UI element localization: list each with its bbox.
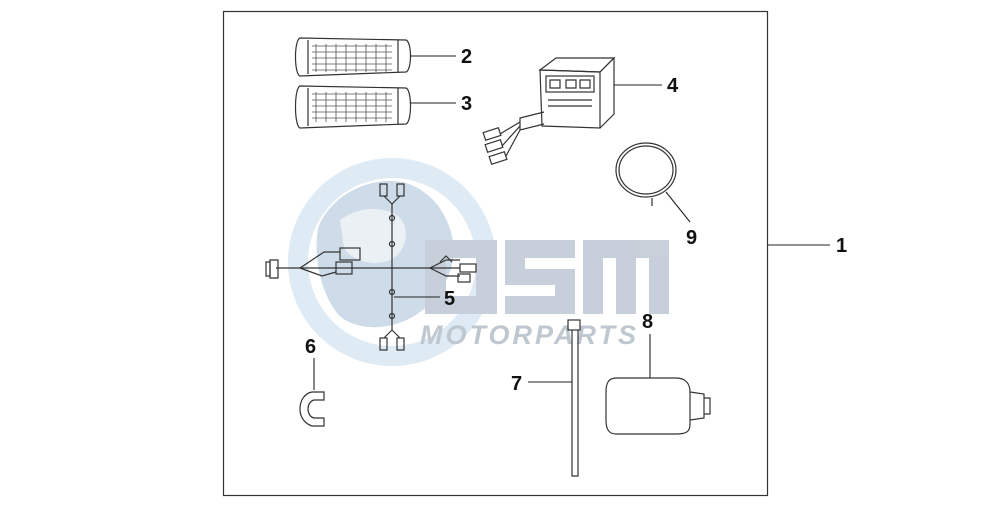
cap-part xyxy=(605,377,711,435)
c-clip-part xyxy=(299,391,325,427)
grip-left-part xyxy=(294,37,412,77)
watermark-tagline: MOTORPARTS xyxy=(420,320,639,350)
switch-unit-part xyxy=(482,56,616,166)
callout-4: 4 xyxy=(667,75,679,97)
callout-9: 9 xyxy=(686,227,697,249)
callout-6: 6 xyxy=(305,336,316,358)
cable-tie-part xyxy=(567,319,581,477)
diagram-frame xyxy=(222,10,769,497)
callout-2: 2 xyxy=(461,46,472,68)
callout-7: 7 xyxy=(511,373,522,395)
wiring-harness-part xyxy=(265,183,477,351)
ring-part xyxy=(615,142,677,206)
callout-3: 3 xyxy=(461,93,472,115)
watermark: MOTORPARTS xyxy=(288,158,669,366)
callout-8: 8 xyxy=(642,311,653,333)
callout-5: 5 xyxy=(444,288,455,310)
grip-right-part xyxy=(294,85,412,129)
callout-1: 1 xyxy=(836,235,847,257)
